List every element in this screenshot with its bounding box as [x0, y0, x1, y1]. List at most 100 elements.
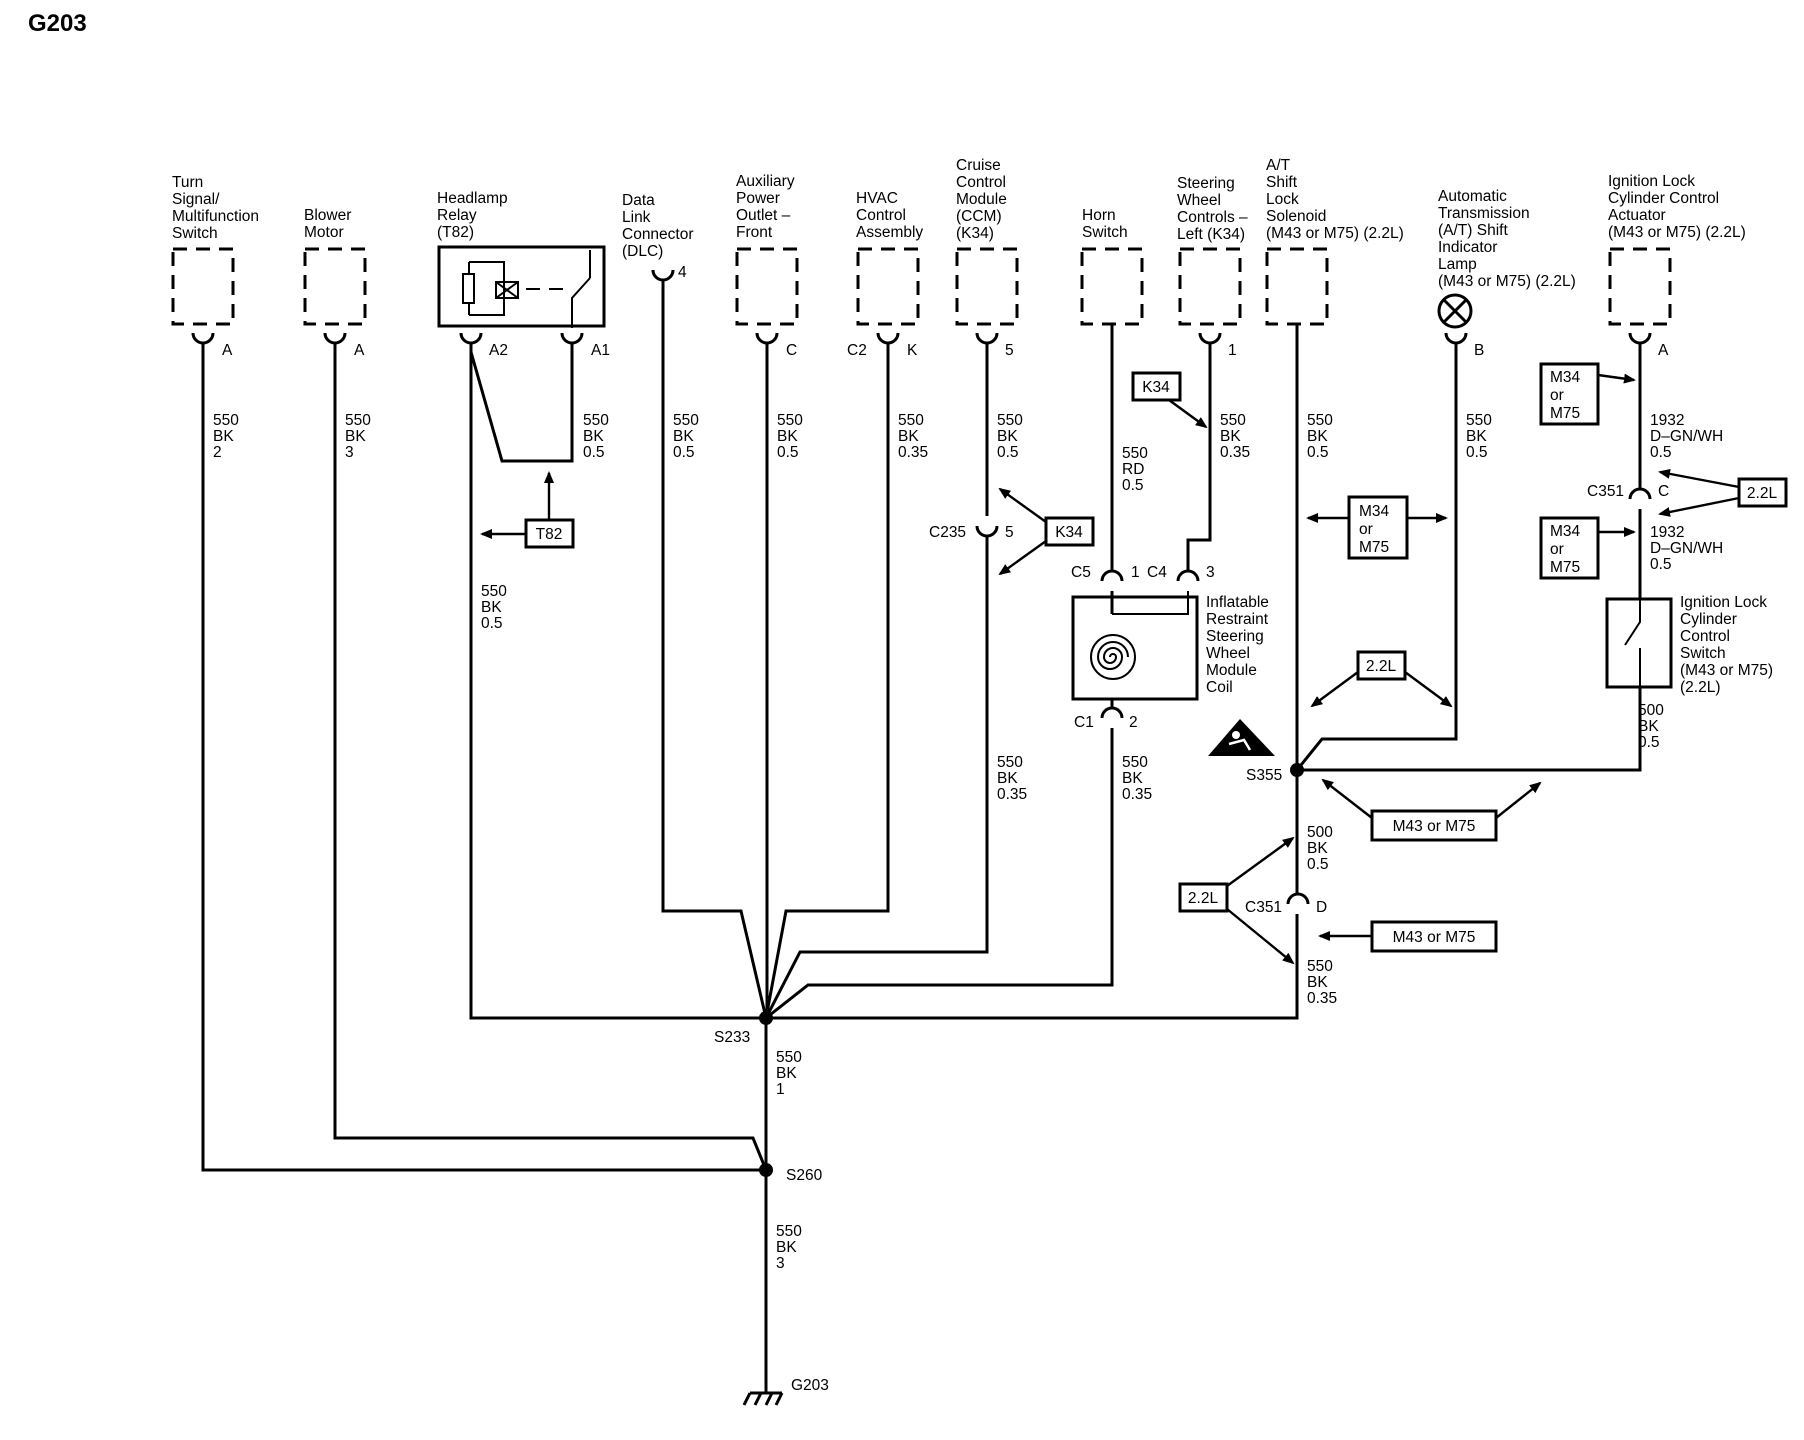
- label-at-shift-indicator-lamp-line: Indicator: [1438, 239, 1497, 256]
- splice-s260: [759, 1163, 773, 1177]
- terminal-swc-1: [1198, 332, 1222, 345]
- cruise-control-module-box: [955, 247, 1019, 326]
- wire-label-ign-mid-line: D–GN/WH: [1650, 540, 1723, 557]
- pin-label-c351-lower: D: [1316, 899, 1327, 916]
- label-data-link-connector-line: Link: [622, 209, 651, 226]
- ground-symbol-icon: [742, 1391, 784, 1406]
- label-ignition-lock-switch-line: Control: [1680, 628, 1730, 645]
- wire-label-s355-down-line: 500: [1307, 824, 1333, 841]
- wire-ignition-bottom: [1297, 687, 1642, 772]
- option-text-m43-lower: M43 or M75: [1393, 929, 1476, 946]
- label-at-shift-lock-solenoid-line: Solenoid: [1266, 208, 1326, 225]
- pin-label-aux: C: [786, 342, 797, 359]
- terminal-ccm-5: [975, 332, 999, 345]
- wire-label-aux-line: 0.5: [777, 444, 799, 461]
- splice-labels: S233 S260 S355 G203: [714, 767, 1282, 1394]
- option-text-22l-c351-lower: 2.2L: [1188, 890, 1219, 907]
- label-data-link-connector-line: Data: [622, 192, 655, 209]
- label-turn-signal-switch-line: Multifunction: [172, 208, 259, 225]
- label-data-link-connector-line: (DLC): [622, 243, 663, 260]
- wire-label-solenoid-line: BK: [1307, 428, 1328, 445]
- label-steering-wheel-module-coil-line: Steering: [1206, 628, 1264, 645]
- wire-swc: [1186, 343, 1212, 571]
- wire-label-coil-bottom-line: 0.35: [1122, 786, 1152, 803]
- terminal-aux-c: [755, 332, 779, 345]
- option-text-k34-swc: K34: [1142, 379, 1170, 396]
- wire-label-hvac-line: BK: [898, 428, 919, 445]
- connector-label-c5: C5: [1071, 564, 1091, 581]
- steering-wheel-module-coil: [1071, 595, 1199, 701]
- label-at-shift-indicator-lamp-line: Automatic: [1438, 188, 1507, 205]
- terminal-dlc-4: [651, 269, 675, 282]
- wire-label-ccm-top-line: 0.5: [997, 444, 1019, 461]
- label-blower-motor-line: Blower: [304, 207, 351, 224]
- label-steering-wheel-module-coil-line: Restraint: [1206, 611, 1269, 628]
- wire-label-c351-down-line: 0.35: [1307, 990, 1337, 1007]
- option-text-k34-c235: K34: [1055, 524, 1083, 541]
- option-text-22l-solenoid: 2.2L: [1366, 658, 1397, 675]
- wire-label-s233-down-line: 550: [776, 1049, 802, 1066]
- label-hvac-control-assembly-line: Assembly: [856, 224, 923, 241]
- hvac-control-box: [856, 247, 920, 326]
- option-box-22l-c351-lower: [1178, 882, 1229, 913]
- diagram-title: G203: [28, 10, 87, 37]
- terminal-c235-5: [975, 525, 999, 538]
- label-cruise-control-module-line: (K34): [956, 225, 994, 242]
- steering-wheel-controls-box: [1178, 247, 1242, 326]
- wire-label-dlc-line: 0.5: [673, 444, 695, 461]
- label-ignition-lock-actuator-line: Ignition Lock: [1608, 173, 1695, 190]
- connector-label-c1: C1: [1074, 714, 1094, 731]
- pin-label-c4: 3: [1206, 564, 1215, 581]
- blower-motor-box: [303, 247, 367, 326]
- connector-label-c2: C2: [847, 342, 867, 359]
- label-at-shift-indicator-lamp-line: (M43 or M75) (2.2L): [1438, 273, 1576, 290]
- at-indicator-lamp-icon: [1437, 293, 1473, 329]
- label-steering-wheel-module-coil-line: Module: [1206, 662, 1257, 679]
- wire-label-a2-line: 550: [481, 583, 507, 600]
- wire-label-swc-line: 0.35: [1220, 444, 1250, 461]
- option-box-22l-c351: [1737, 477, 1788, 508]
- label-ignition-lock-actuator-line: (M43 or M75) (2.2L): [1608, 224, 1746, 241]
- turn-signal-switch-box: [171, 247, 235, 326]
- wire-label-c351-down-line: BK: [1307, 974, 1328, 991]
- wire-label-ign-top-line: 0.5: [1650, 444, 1672, 461]
- option-text-m34-bottom-line: M75: [1550, 559, 1580, 576]
- option-box-k34-c235: [1044, 516, 1095, 547]
- label-turn-signal-switch-line: Switch: [172, 225, 218, 242]
- option-text-t82: T82: [536, 526, 563, 543]
- label-cruise-control-module-line: Cruise: [956, 157, 1001, 174]
- wire-label-c351-down-line: 550: [1307, 958, 1333, 975]
- aux-power-outlet-box: [735, 247, 799, 326]
- option-box-k34-swc: [1131, 371, 1182, 402]
- pin-label-c351-upper: C: [1658, 483, 1669, 500]
- terminal-c5-1: [1100, 569, 1124, 582]
- terminal-ignition-a: [1628, 332, 1652, 345]
- connector-terminals: [191, 269, 1652, 905]
- wire-label-s260-down-line: 3: [776, 1255, 785, 1272]
- wire-label-solenoid-line: 550: [1307, 412, 1333, 429]
- label-at-shift-indicator-lamp-line: Transmission: [1438, 205, 1530, 222]
- wire-label-ccm-bottom-line: 550: [997, 754, 1023, 771]
- wire-label-dlc-line: 550: [673, 412, 699, 429]
- pin-label-ign: A: [1658, 342, 1669, 359]
- airbag-warning-icon: [1208, 719, 1275, 756]
- label-ignition-lock-actuator-line: Cylinder Control: [1608, 190, 1719, 207]
